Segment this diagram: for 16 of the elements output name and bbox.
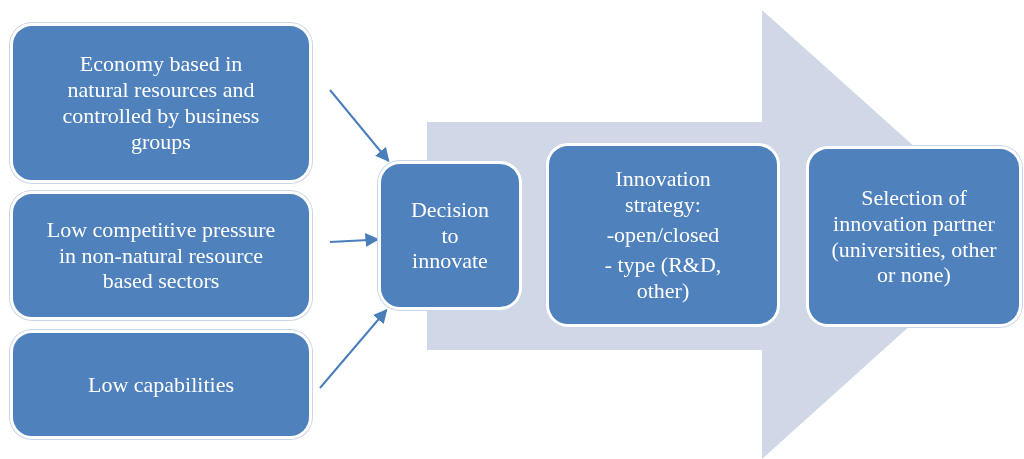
box-text: Innovation strategy: [614,166,712,218]
process-box [10,330,312,439]
process-box [546,143,780,327]
box-text: Low capabilities [88,371,234,398]
arrow [329,233,380,248]
process-box [10,23,312,183]
box-text: - type (R&D, other) [603,251,723,304]
arrow [319,308,388,389]
box-text: Selection of innovation partner (universities, other or none) [830,184,998,289]
process-box [378,161,522,310]
box-text: -open/closed [606,222,720,248]
process-box [10,191,312,320]
box-text: Economy based in natural resources and controlled by business groups [61,51,261,155]
arrow [329,89,390,163]
box-text: Low competitive pressure in non-natural resource based sectors [45,216,277,295]
box-text: Decision to innovate [409,196,491,275]
